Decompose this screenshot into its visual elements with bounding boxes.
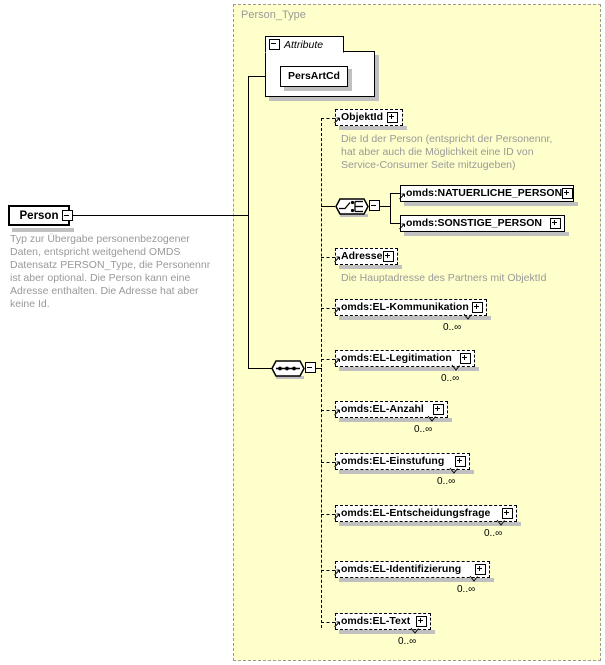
connector-to-el-einstufung [321, 462, 335, 463]
element-el-anzahl-occurrence: 0..∞ [414, 424, 433, 435]
sequence-collapse-icon[interactable] [305, 362, 316, 373]
el-legitimation-expand-icon[interactable] [460, 353, 471, 364]
connector-to-adresse [321, 257, 335, 258]
element-el-identifizierung[interactable]: omds:EL-Identifizierung [335, 561, 490, 578]
element-el-legitimation-occurrence: 0..∞ [441, 373, 460, 384]
element-el-identifizierung-label: omds:EL-Identifizierung [341, 563, 462, 575]
element-natuerliche-person-label: omds:NATUERLICHE_PERSON [406, 187, 563, 199]
root-element-label: Person [19, 209, 59, 222]
element-el-entscheidungsfrage-occurrence: 0..∞ [484, 528, 503, 539]
choice-icon-shadow [340, 214, 368, 217]
element-el-einstufung-label: omds:EL-Einstufung [341, 455, 445, 467]
element-objektid-label: ObjektId [341, 111, 384, 123]
connector-trunk-lower [248, 215, 249, 368]
element-el-text[interactable]: omds:EL-Text [335, 613, 431, 630]
connector-to-el-entscheidungsfrage [321, 514, 335, 515]
el-identifizierung-shadow [339, 578, 494, 582]
root-element-annotation: Typ zur Übergabe personenbezogener Daten… [10, 233, 211, 310]
el-anzahl-shadow [339, 418, 452, 422]
element-el-anzahl[interactable]: omds:EL-Anzahl [335, 401, 448, 418]
connector-to-el-anzahl [321, 410, 335, 411]
root-element-person[interactable]: Person [8, 205, 70, 226]
element-sonstige-person-label: omds:SONSTIGE_PERSON [406, 217, 542, 229]
el-text-expand-icon[interactable] [416, 616, 427, 627]
attribute-group-label: Attribute [284, 38, 324, 51]
element-el-einstufung[interactable]: omds:EL-Einstufung [335, 453, 470, 470]
adresse-shadow [339, 265, 402, 269]
connector-choice-to-natuerliche [390, 193, 400, 194]
element-el-kommunikation[interactable]: omds:EL-Kommunikation [335, 299, 487, 316]
el-entscheidungsfrage-shadow [339, 522, 521, 526]
attribute-persartcd[interactable]: PersArtCd [280, 66, 348, 87]
choice-collapse-icon[interactable] [369, 200, 380, 211]
connector-to-objektid [321, 118, 335, 119]
attribute-box-shadow [269, 97, 379, 101]
element-el-einstufung-occurrence: 0..∞ [437, 476, 456, 487]
el-legitimation-shadow [339, 367, 479, 371]
connector-sequence-to-branch [316, 368, 322, 369]
connector-to-el-kommunikation [321, 308, 335, 309]
natuerliche-person-shadow [404, 202, 578, 206]
connector-choice-vertical [390, 193, 391, 223]
element-sonstige-person[interactable]: omds:SONSTIGE_PERSON [400, 215, 565, 232]
el-entscheidungsfrage-expand-icon[interactable] [502, 508, 513, 519]
el-text-shadow [339, 630, 435, 634]
el-einstufung-expand-icon[interactable] [455, 456, 466, 467]
connector-root-to-type [73, 215, 248, 216]
element-el-entscheidungsfrage[interactable]: omds:EL-Entscheidungsfrage [335, 505, 517, 522]
choice-icon[interactable] [334, 195, 380, 218]
element-adresse-annotation: Die Hauptadresse des Partners mit Objekt… [341, 272, 547, 284]
objektid-shadow [339, 126, 407, 130]
attribute-collapse-icon[interactable] [269, 39, 280, 50]
el-kommunikation-expand-icon[interactable] [472, 302, 483, 313]
sequence-icon-shadow [276, 376, 304, 379]
element-natuerliche-person[interactable]: omds:NATUERLICHE_PERSON [400, 185, 574, 202]
natuerliche-person-expand-icon[interactable] [562, 188, 574, 199]
element-el-kommunikation-occurrence: 0..∞ [443, 322, 462, 333]
connector-trunk-to-sequence [248, 368, 272, 369]
element-el-entscheidungsfrage-label: omds:EL-Entscheidungsfrage [341, 507, 491, 519]
el-anzahl-expand-icon[interactable] [433, 404, 444, 415]
connector-to-el-text [321, 622, 335, 623]
attribute-node-shadow-right [348, 69, 352, 87]
connector-trunk-upper [248, 76, 249, 215]
connector-to-el-identifizierung [321, 570, 335, 571]
element-el-legitimation[interactable]: omds:EL-Legitimation [335, 350, 475, 367]
complextype-title: Person_Type [241, 9, 306, 21]
element-el-anzahl-label: omds:EL-Anzahl [341, 403, 424, 415]
element-el-kommunikation-label: omds:EL-Kommunikation [341, 301, 469, 313]
element-el-text-label: omds:EL-Text [341, 615, 411, 627]
connector-branch-trunk [321, 118, 322, 628]
element-adresse-label: Adresse [341, 250, 383, 262]
adresse-expand-icon[interactable] [383, 251, 394, 262]
attribute-group-tab[interactable]: Attribute [265, 36, 344, 53]
attribute-box-shadow-right [375, 55, 379, 101]
connector-choice-out [380, 206, 390, 207]
element-adresse[interactable]: Adresse [335, 248, 398, 265]
connector-choice-to-sonstige [390, 223, 400, 224]
connector-to-el-legitimation [321, 359, 335, 360]
element-objektid-annotation: Die Id der Person (entspricht der Person… [341, 133, 553, 171]
attribute-node-shadow [284, 87, 352, 91]
el-einstufung-shadow [339, 470, 474, 474]
element-objektid[interactable]: ObjektId [335, 109, 403, 126]
root-node-shadow [12, 228, 74, 232]
element-el-identifizierung-occurrence: 0..∞ [457, 584, 476, 595]
sequence-icon[interactable] [270, 357, 316, 380]
sonstige-person-shadow [404, 232, 569, 236]
element-el-text-occurrence: 0..∞ [398, 636, 417, 647]
attribute-persartcd-label: PersArtCd [288, 70, 340, 82]
el-kommunikation-shadow [339, 316, 491, 320]
element-el-legitimation-label: omds:EL-Legitimation [341, 352, 452, 364]
sonstige-person-expand-icon[interactable] [550, 218, 561, 229]
connector-to-choice [321, 206, 335, 207]
connector-trunk-to-attribute [248, 76, 266, 77]
root-collapse-icon[interactable] [62, 210, 73, 221]
objektid-expand-icon[interactable] [387, 112, 399, 123]
complextype-container [233, 4, 601, 661]
el-identifizierung-expand-icon[interactable] [475, 564, 486, 575]
